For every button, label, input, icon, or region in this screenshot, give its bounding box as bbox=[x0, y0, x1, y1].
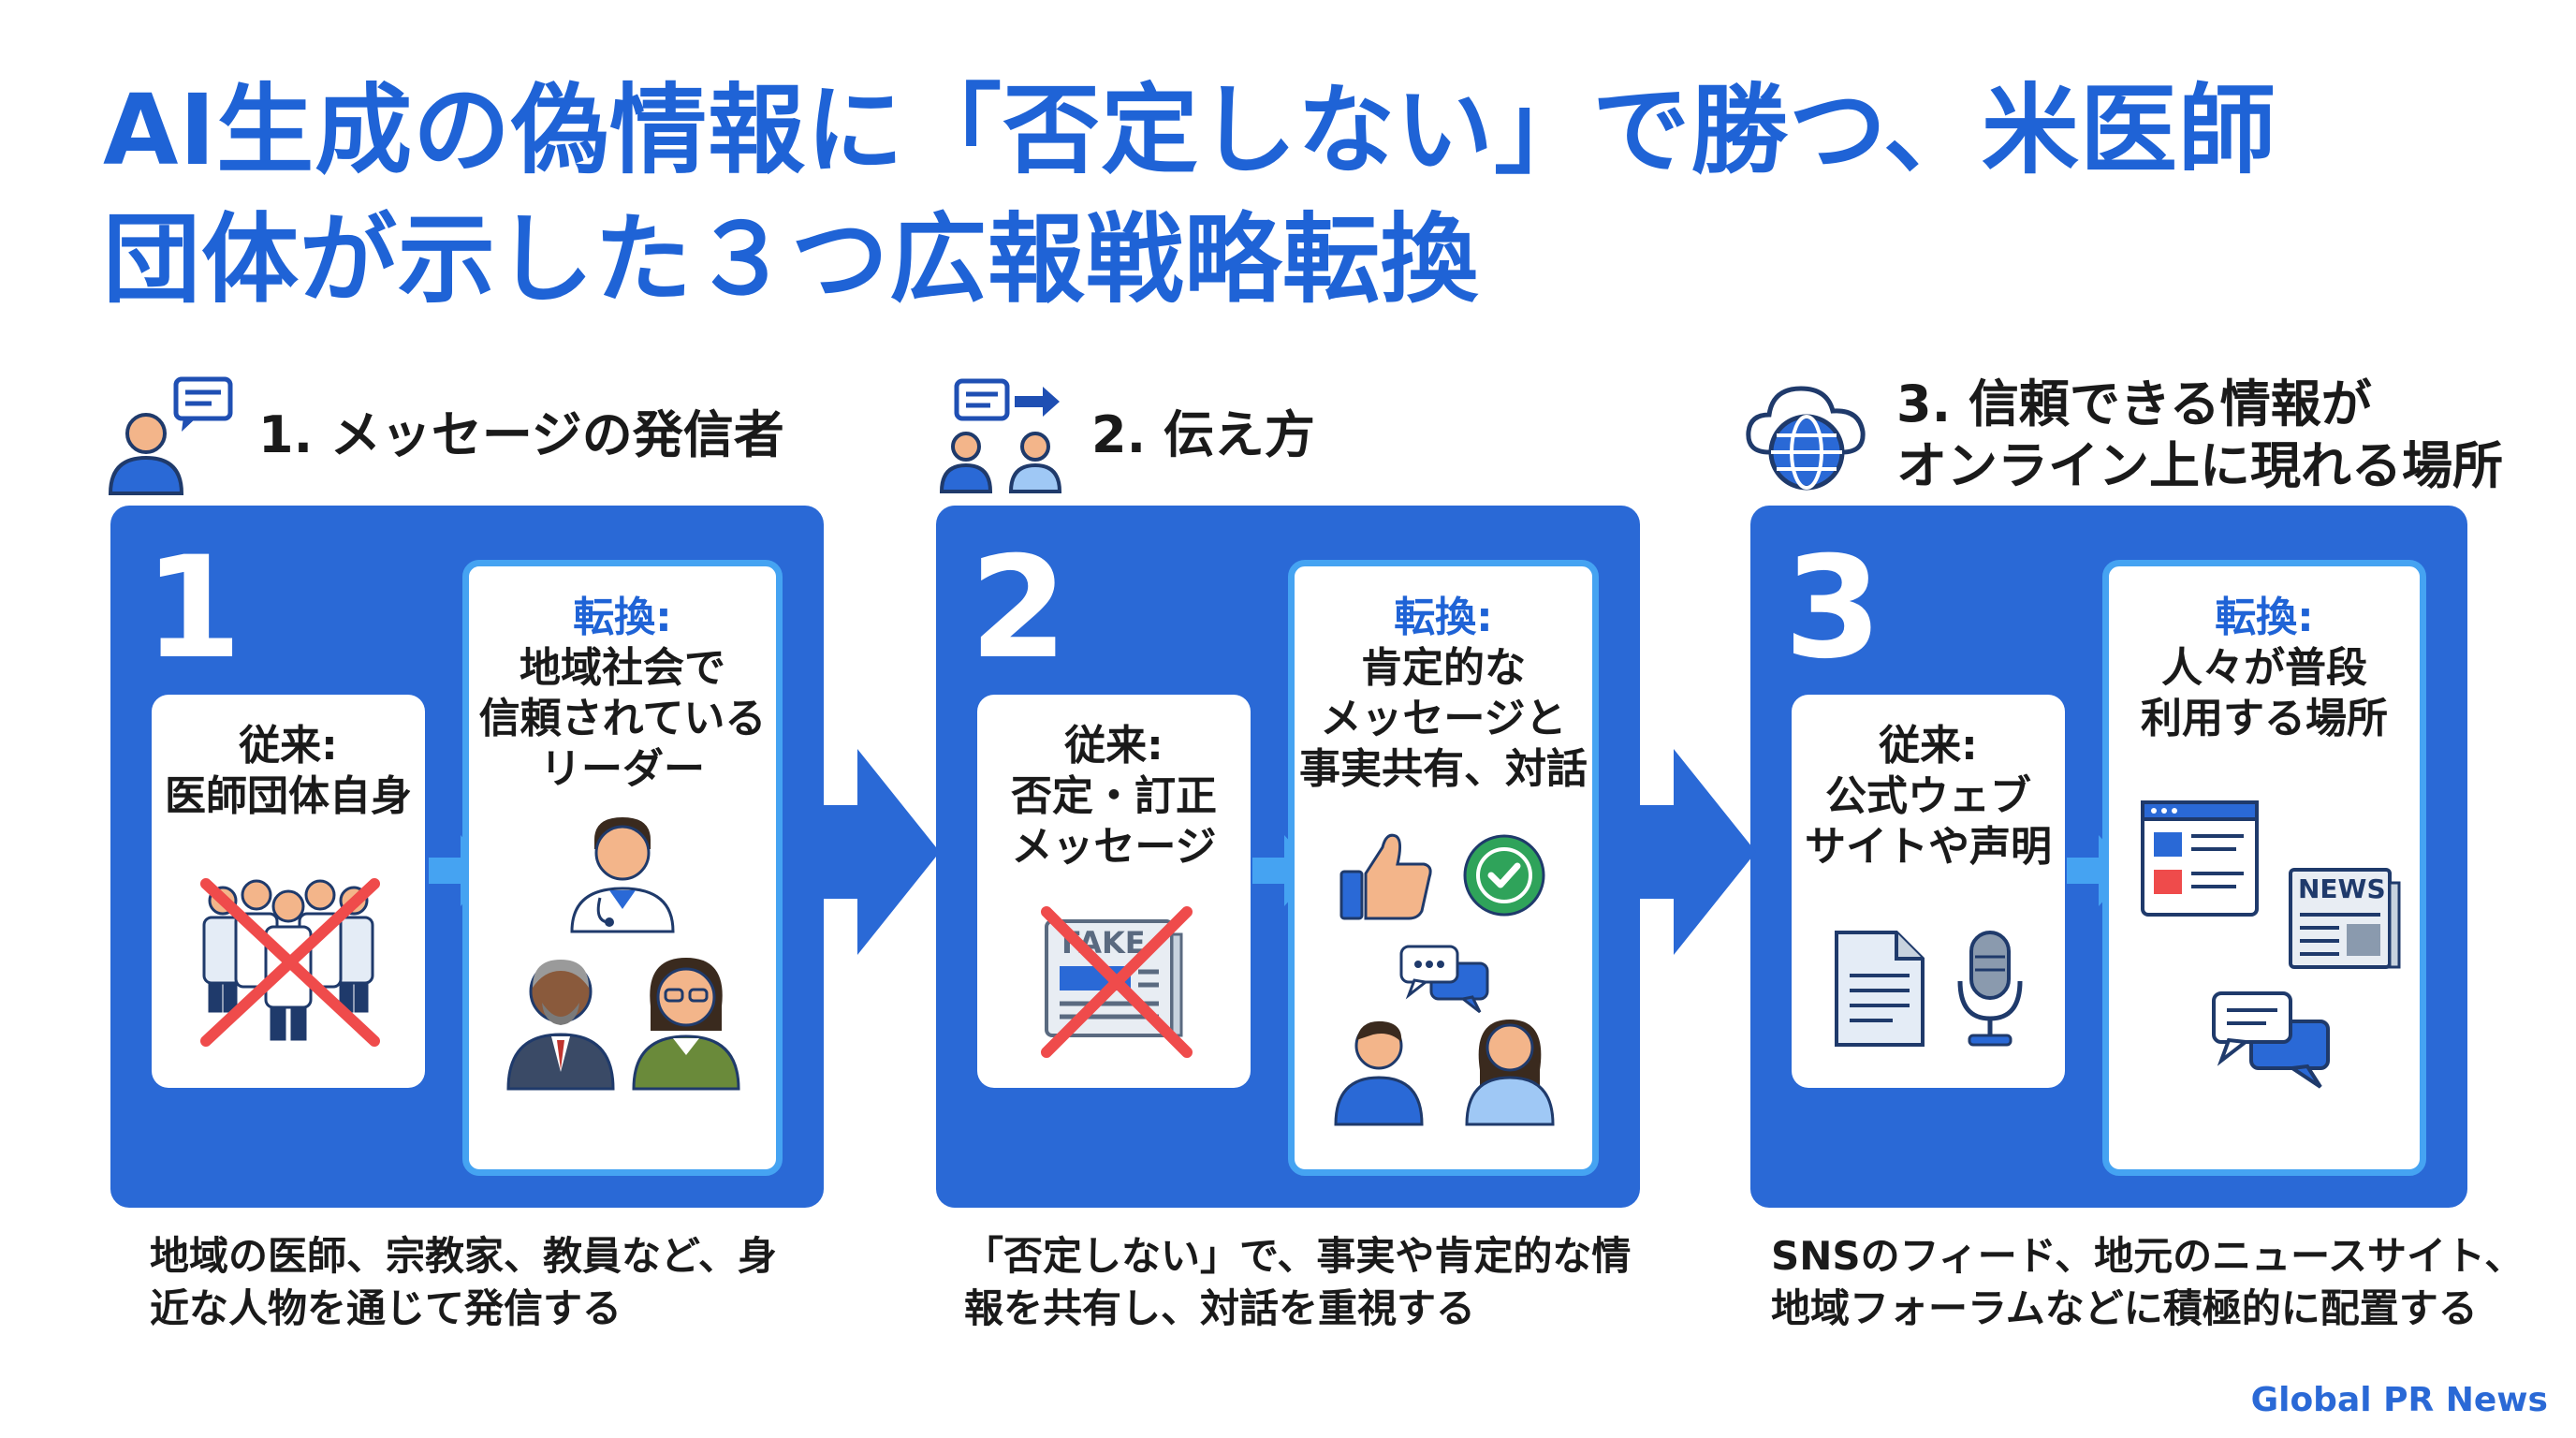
dialogue-icon bbox=[936, 370, 1067, 501]
step-2-old-line-1: 否定・訂正 bbox=[1011, 772, 1217, 820]
step-3-panel: 3 従来: 公式ウェブ サイトや声明 bbox=[1750, 506, 2467, 1208]
step-2-number: 2 bbox=[970, 527, 1068, 690]
cloud-globe-icon bbox=[1741, 370, 1872, 501]
step-3-new-line-1: 人々が普段 bbox=[2161, 644, 2367, 692]
step-2-new-line-3: 事実共有、対話 bbox=[1299, 745, 1588, 793]
step-1-new-line-1: 地域社会で bbox=[520, 644, 725, 692]
step-3-heading-line-2: オンライン上に現れる場所 bbox=[1896, 436, 2503, 495]
step-2-old-line-2: メッセージ bbox=[1011, 823, 1217, 871]
step-1-heading-text: 1. メッセージの発信者 bbox=[258, 405, 784, 464]
web-feed-icon bbox=[2139, 799, 2261, 918]
title-line-1: AI生成の偽情報に「否定しない」で勝つ、米医師 bbox=[103, 73, 2277, 187]
step-1-panel: 1 従来: 医師団体自身 bbox=[110, 506, 824, 1208]
step-1-old-card: 従来: 医師団体自身 bbox=[152, 695, 425, 1088]
step-3-heading-text: 3. 信頼できる情報が オンライン上に現れる場所 bbox=[1896, 374, 2503, 497]
step-3-new-label: 転換: bbox=[2215, 594, 2314, 641]
step-3-heading: 3. 信頼できる情報が オンライン上に現れる場所 bbox=[1741, 370, 2503, 501]
chat-bubbles-icon bbox=[1398, 943, 1491, 1018]
step-2-new-text: 転換: 肯定的な メッセージと 事実共有、対話 bbox=[1295, 593, 1592, 795]
title-line-2: 団体が示した３つ広報戦略転換 bbox=[103, 202, 1480, 316]
step-2-panel: 2 従来: 否定・訂正 メッセージ FAKE 転換: bbox=[936, 506, 1640, 1208]
step-1-caption-line-2: 近な人物を通じて発信する bbox=[150, 1285, 622, 1331]
checkmark-icon bbox=[1459, 830, 1549, 920]
step-3-caption-line-2: 地域フォーラムなどに積極的に配置する bbox=[1771, 1285, 2478, 1331]
step-3-old-line-1: 公式ウェブ bbox=[1825, 772, 2031, 820]
step-1-caption: 地域の医師、宗教家、教員など、身 近な人物を通じて発信する bbox=[150, 1230, 777, 1335]
step-3-old-card: 従来: 公式ウェブ サイトや声明 bbox=[1792, 695, 2065, 1088]
step-2-old-card: 従来: 否定・訂正 メッセージ FAKE bbox=[977, 695, 1251, 1088]
step-3-new-text: 転換: 人々が普段 利用する場所 bbox=[2109, 593, 2420, 744]
step-1-old-text: 従来: 医師団体自身 bbox=[152, 721, 425, 822]
step-1-old-line-1: 医師団体自身 bbox=[165, 772, 412, 820]
step-2-new-label: 転換: bbox=[1394, 594, 1493, 641]
step-1-number: 1 bbox=[144, 527, 242, 690]
news-label: NEWS bbox=[2298, 873, 2386, 904]
step-1-heading: 1. メッセージの発信者 bbox=[103, 370, 784, 501]
step-3-caption: SNSのフィード、地元のニュースサイト、 地域フォーラムなどに積極的に配置する bbox=[1771, 1230, 2524, 1335]
red-x-icon bbox=[1039, 904, 1194, 1060]
elder-man-icon bbox=[505, 950, 617, 1091]
step-1-new-text: 転換: 地域社会で 信頼されている リーダー bbox=[469, 593, 776, 795]
red-x-icon bbox=[198, 876, 382, 1049]
step-2-old-label: 従来: bbox=[1064, 722, 1164, 770]
step-1-new-card: 転換: 地域社会で 信頼されている リーダー bbox=[462, 560, 783, 1176]
teacher-icon bbox=[630, 950, 742, 1091]
step-2-new-line-1: 肯定的な bbox=[1361, 644, 1526, 692]
step-1-old-label: 従来: bbox=[239, 722, 338, 770]
step-connector-arrow-2 bbox=[1636, 749, 1758, 955]
step-1-new-line-3: リーダー bbox=[540, 745, 705, 793]
chat-bubbles-icon bbox=[2210, 990, 2334, 1091]
step-3-new-card: 転換: 人々が普段 利用する場所 bbox=[2102, 560, 2426, 1176]
step-2-heading: 2. 伝え方 bbox=[936, 370, 1315, 501]
person-speech-icon bbox=[103, 370, 234, 501]
newspaper-icon: NEWS bbox=[2287, 866, 2403, 971]
step-1-caption-line-1: 地域の医師、宗教家、教員など、身 bbox=[150, 1233, 777, 1279]
step-3-new-line-2: 利用する場所 bbox=[2141, 695, 2388, 742]
doctor-icon bbox=[566, 812, 679, 933]
step-2-heading-text: 2. 伝え方 bbox=[1091, 405, 1315, 464]
step-3-old-text: 従来: 公式ウェブ サイトや声明 bbox=[1792, 721, 2065, 873]
brand-logo: Global PR News bbox=[2250, 1381, 2548, 1419]
step-3-heading-line-1: 3. 信頼できる情報が bbox=[1896, 374, 2372, 433]
step-2-caption: 「否定しない」で、事実や肯定的な情 報を共有し、対話を重視する bbox=[964, 1230, 1631, 1335]
two-people-icon bbox=[1332, 1014, 1557, 1126]
step-2-caption-line-2: 報を共有し、対話を重視する bbox=[964, 1285, 1476, 1331]
microphone-icon bbox=[1953, 929, 2027, 1049]
step-2-caption-line-1: 「否定しない」で、事実や肯定的な情 bbox=[964, 1233, 1632, 1279]
document-icon bbox=[1833, 929, 1926, 1049]
thumbs-up-icon bbox=[1338, 827, 1435, 924]
step-3-old-line-2: サイトや声明 bbox=[1805, 823, 2052, 871]
step-3-number: 3 bbox=[1784, 527, 1882, 690]
step-2-new-line-2: メッセージと bbox=[1320, 695, 1567, 742]
step-1-new-label: 転換: bbox=[573, 594, 672, 641]
step-2-old-text: 従来: 否定・訂正 メッセージ bbox=[977, 721, 1251, 873]
step-3-old-label: 従来: bbox=[1879, 722, 1978, 770]
step-1-new-line-2: 信頼されている bbox=[478, 695, 767, 742]
step-2-new-card: 転換: 肯定的な メッセージと 事実共有、対話 bbox=[1288, 560, 1599, 1176]
step-3-caption-line-1: SNSのフィード、地元のニュースサイト、 bbox=[1771, 1233, 2525, 1279]
page-title: AI生成の偽情報に「否定しない」で勝つ、米医師 団体が示した３つ広報戦略転換 bbox=[103, 66, 2499, 324]
step-connector-arrow-1 bbox=[820, 749, 942, 955]
